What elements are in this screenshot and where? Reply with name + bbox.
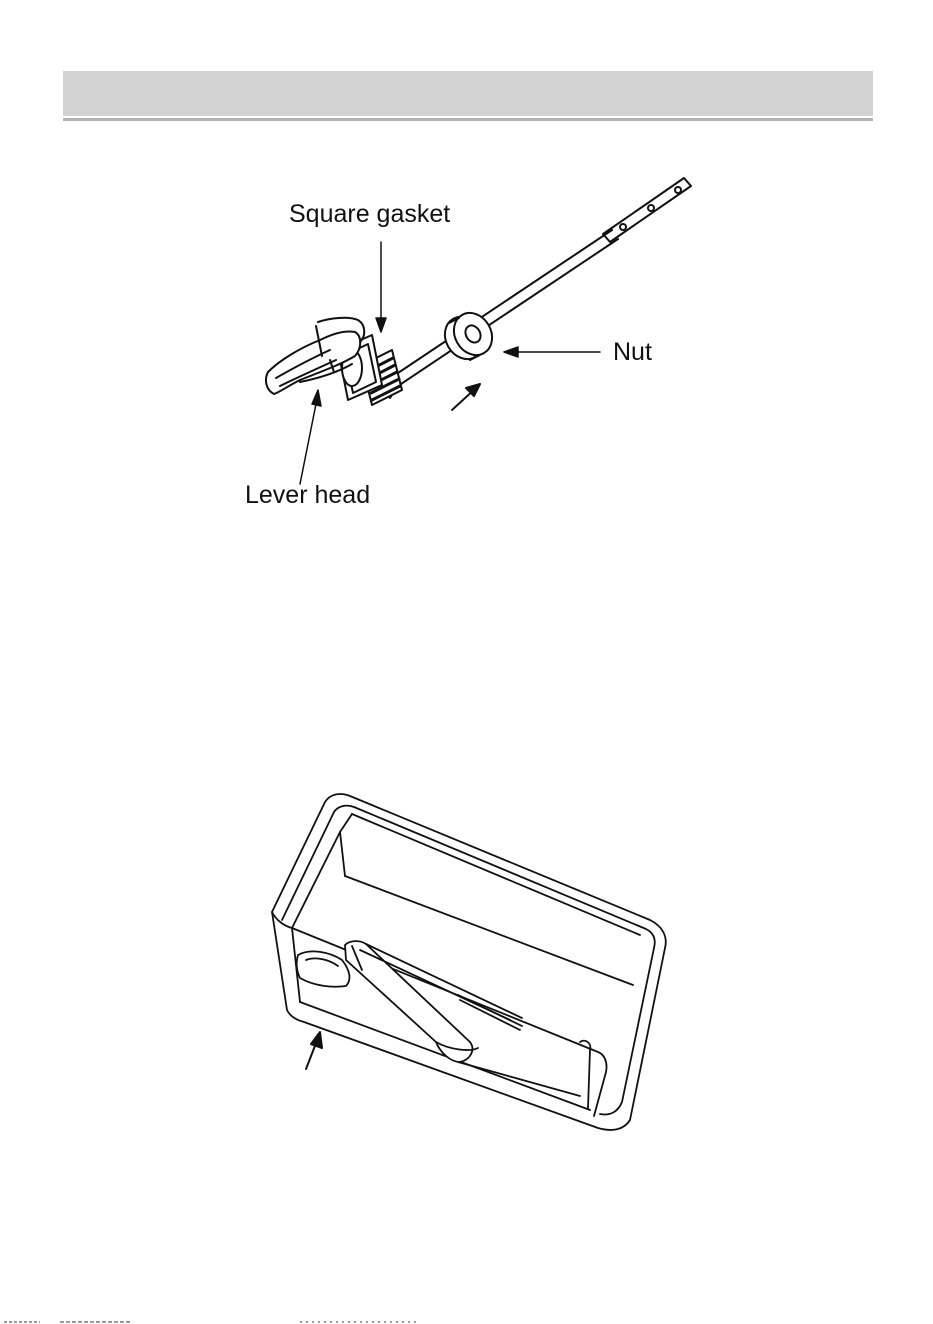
lever-assembly-figure: Square gasket Nut Lever head xyxy=(0,150,933,530)
nut-label: Nut xyxy=(613,340,652,365)
insert-direction-arrow xyxy=(452,384,480,410)
page-bottom-edge xyxy=(0,1319,933,1324)
tank-walls xyxy=(272,912,665,1130)
tank-drawing xyxy=(0,780,933,1140)
section-header-rule xyxy=(63,118,873,121)
section-header-bar xyxy=(63,71,873,116)
lever-assembly-drawing xyxy=(0,150,933,530)
tank-installation-figure xyxy=(0,780,933,1140)
nut-part xyxy=(437,306,499,366)
square-gasket-label: Square gasket xyxy=(289,202,450,227)
installed-lever-arm xyxy=(345,941,580,1096)
handle-slot xyxy=(297,951,350,986)
lever-head-label: Lever head xyxy=(245,483,370,508)
lever-insert-arrow xyxy=(306,1032,322,1069)
